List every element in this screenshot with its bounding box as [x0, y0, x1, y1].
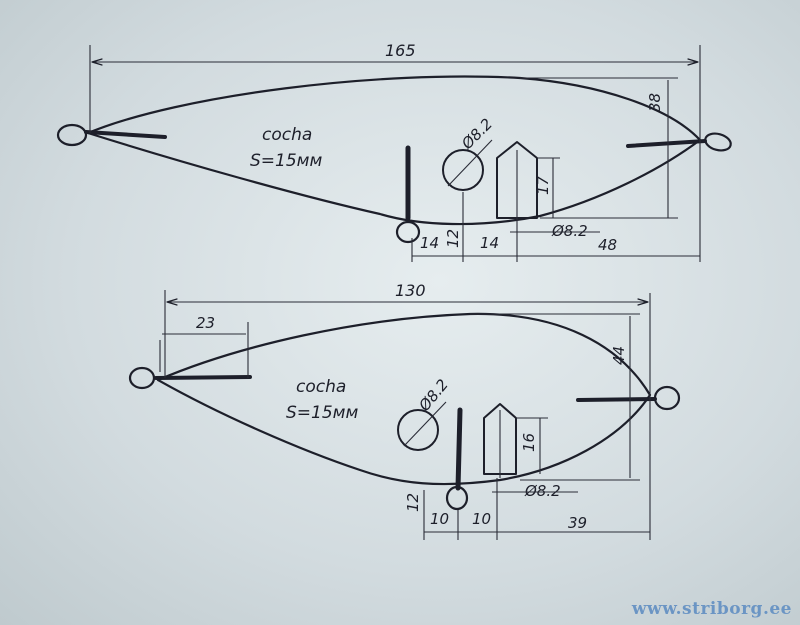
lure-2-front-label: 23	[196, 314, 215, 332]
lure-1-hole	[442, 149, 484, 191]
lure-2-dim-130-arrows	[166, 298, 649, 306]
lure-2-nose-wire	[154, 375, 252, 380]
lure-1-belly-ring	[395, 220, 421, 244]
lure-2-height-label: 44	[610, 346, 628, 365]
lure-1-height-label: 38	[646, 93, 664, 112]
lure-1-dim-17-lines	[537, 157, 560, 218]
lure-2-weight-height-label: 16	[520, 433, 538, 452]
lure-1-nose-wire	[84, 130, 167, 139]
lure-2-hole-leader	[403, 401, 447, 447]
lure-1-hole-leader	[447, 139, 493, 187]
lure-2-thickness: S=15мм	[286, 403, 358, 423]
lure-1-dim-165-lines	[89, 45, 701, 140]
lure-1-hole-diameter: Ø8.2	[457, 115, 496, 154]
lure-2-dim-44-lines	[470, 313, 640, 481]
lure-1-nose-ring	[56, 123, 88, 147]
lure-1-weight	[496, 141, 538, 219]
lure-1-small-diameter: Ø8.2	[551, 222, 588, 240]
lure-1-dim-165-arrows	[91, 58, 699, 66]
lure-2-hole	[397, 409, 439, 451]
lure-1-tail-ring	[704, 132, 732, 152]
lure-2-dim-10a: 10	[430, 510, 449, 528]
lure-1-thickness: S=15мм	[250, 151, 322, 171]
lure-1-dim-14a: 14	[420, 234, 439, 252]
lure-2-belly-wire	[455, 407, 463, 491]
lure-1-weight-height-label: 17	[534, 175, 552, 195]
lure-1-material: cocha	[262, 125, 312, 145]
lure-1-bottom-dims	[411, 140, 701, 262]
lure-1-dim-14b: 14	[480, 234, 499, 252]
lure-1: 165 38 17 Ø8.2 Ø8.2 14 12 14 48 cocha S=…	[56, 41, 732, 262]
lure-1-tail-wire	[626, 139, 707, 148]
lure-2-length-label: 130	[395, 281, 426, 300]
lure-2-tail-wire	[576, 397, 657, 402]
lure-1-dim-48: 48	[598, 236, 617, 254]
lure-2-dim-16-lines	[516, 417, 548, 474]
watermark: www.striborg.ee	[631, 599, 792, 619]
lure-1-body	[86, 75, 702, 226]
lure-2-dim-10b: 10	[472, 510, 491, 528]
lure-2-belly-ring	[445, 485, 469, 511]
lure-1-dim-38-lines	[520, 77, 678, 219]
lure-2-dim-23-lines	[159, 322, 249, 378]
lure-1-dim-12: 12	[444, 229, 462, 248]
lure-2-dim-12: 12	[404, 493, 422, 512]
lure-2-small-diameter: Ø8.2	[524, 482, 561, 500]
lure-2-bottom-dims	[423, 478, 650, 540]
lure-2-tail-ring	[653, 385, 681, 411]
lure-2: 130 23 44 16 Ø8.2 Ø8.2 12 10 10 39 cocha…	[128, 281, 681, 540]
lure-1-length-label: 165	[385, 41, 416, 60]
lure-2-material: cocha	[296, 377, 346, 397]
lure-2-dim-39: 39	[568, 514, 587, 532]
lure-2-body	[156, 312, 652, 486]
lure-2-nose-ring	[128, 366, 156, 390]
lure-2-weight	[483, 403, 517, 475]
